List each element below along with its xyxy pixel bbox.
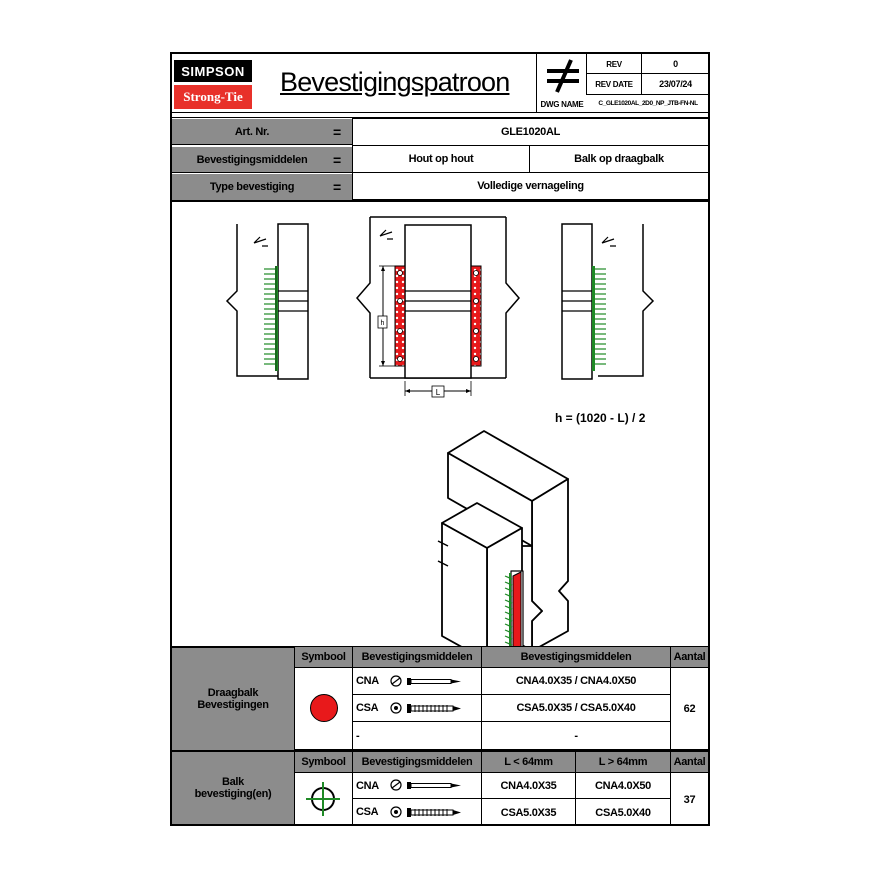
art-label: Art. Nr. — [234, 126, 270, 138]
screw-icon — [390, 702, 461, 714]
nail-icon — [390, 779, 461, 791]
table1-means-header: Bevestigingsmiddelen — [352, 646, 482, 668]
table2-cna-large: CNA4.0X50 — [575, 772, 671, 799]
symbol-cell — [536, 54, 586, 112]
logo-strong-tie: Strong-Tie — [174, 85, 252, 109]
equals-sign: = — [333, 152, 341, 168]
table2-cna-small: CNA4.0X35 — [481, 772, 576, 799]
table1-symbol-cell — [294, 667, 353, 750]
table2-l-small-header: L < 64mm — [481, 751, 576, 773]
screw-icon — [390, 806, 461, 818]
left-side-view — [225, 223, 309, 380]
dwg-name-value: C_GLE1020AL_2D0_NP_JTB-FN-NL — [598, 100, 698, 107]
table1-count-header: Aantal — [670, 646, 708, 668]
technical-drawing: h L h = (1020 - L) / 2 — [225, 216, 655, 646]
equals-sign: = — [333, 124, 341, 140]
table2-l-large-header: L > 64mm — [575, 751, 671, 773]
means-right-value: Balk op draagbalk — [529, 145, 708, 173]
nail-icon — [390, 675, 461, 687]
type-label: Type bevestiging — [209, 181, 295, 193]
table2-count: 37 — [670, 772, 708, 826]
means-label: Bevestigingsmiddelen — [196, 154, 308, 166]
table2-symbol-header: Symbool — [294, 751, 353, 773]
dwg-name-label: DWG NAME — [540, 99, 584, 109]
table1-spec-empty: - — [481, 721, 671, 750]
l-dimension-label: L — [436, 388, 441, 397]
table2-csa-large: CSA5.0X40 — [575, 798, 671, 826]
table1-type-empty: - — [356, 729, 360, 742]
table1-symbol-header: Symbool — [294, 646, 353, 668]
table2-section-label: Balk bevestiging(en) — [172, 752, 294, 824]
isometric-view — [437, 430, 569, 646]
table2-csa-small: CSA5.0X35 — [481, 798, 576, 826]
table1-spec-header: Bevestigingsmiddelen — [481, 646, 671, 668]
logo-simpson: SIMPSON — [174, 60, 252, 82]
red-dot-symbol — [310, 694, 338, 722]
not-equal-icon — [547, 59, 579, 93]
crosshair-symbol — [306, 782, 340, 816]
table1-type-csa: CSA — [356, 702, 379, 714]
table1-count: 62 — [670, 667, 708, 750]
rev-date-label: REV DATE — [595, 79, 633, 89]
h-dimension-label: h — [381, 320, 385, 327]
table2-type-csa: CSA — [356, 805, 379, 818]
formula-text: h = (1020 - L) / 2 — [555, 411, 646, 425]
art-value: GLE1020AL — [352, 118, 708, 146]
means-left-value: Hout op hout — [352, 145, 530, 173]
rev-value: 0 — [673, 59, 678, 69]
equals-sign: = — [333, 179, 341, 195]
rev-date-value: 23/07/24 — [659, 79, 692, 89]
table1-spec-csa: CSA5.0X35 / CSA5.0X40 — [481, 694, 671, 722]
table2-means-header: Bevestigingsmiddelen — [352, 751, 482, 773]
front-view — [356, 216, 520, 398]
table2-type-cna: CNA — [356, 779, 379, 792]
page-title: Bevestigingspatroon — [280, 66, 510, 97]
table2-symbol-cell — [294, 772, 353, 826]
type-value: Volledige vernageling — [352, 172, 708, 200]
table1-type-cna: CNA — [356, 675, 379, 687]
table1-section-label: Draagbalk Bevestigingen — [172, 648, 294, 750]
drawing-sheet: SIMPSON Strong-Tie Bevestigingspatroon D… — [170, 52, 710, 826]
table1-spec-cna: CNA4.0X35 / CNA4.0X50 — [481, 667, 671, 695]
right-side-view — [561, 223, 655, 380]
table2-count-header: Aantal — [670, 751, 708, 773]
rev-label: REV — [606, 59, 622, 69]
